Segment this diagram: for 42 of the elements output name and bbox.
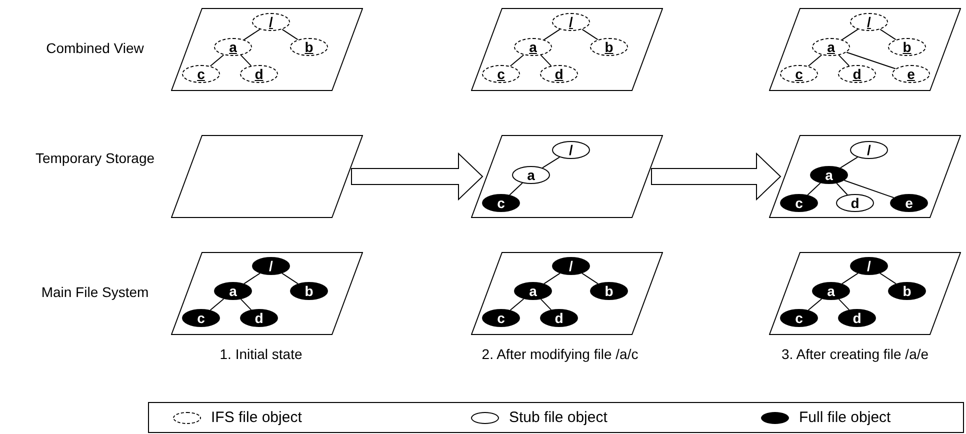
tree-line	[842, 272, 858, 284]
tree-line	[240, 54, 252, 66]
legend-text: Full file object	[799, 409, 891, 427]
tree-line	[210, 298, 224, 311]
tree-line	[808, 298, 822, 311]
tree-line	[244, 28, 260, 40]
tree-line	[544, 28, 560, 40]
tree-line	[540, 298, 552, 310]
tree-line	[838, 54, 850, 66]
tree-line	[582, 272, 598, 284]
tree-line	[509, 182, 523, 196]
legend-text: IFS file object	[211, 409, 302, 427]
tree-line	[880, 272, 896, 284]
tree-line	[836, 182, 848, 196]
tree-line	[880, 28, 896, 40]
tree-line	[840, 156, 858, 168]
tree-line	[240, 298, 252, 310]
row-label: Temporary Storage	[35, 150, 155, 166]
row-label: Combined View	[46, 40, 144, 56]
step-caption: 2. After modifying file /a/c	[482, 346, 638, 362]
row-label: Main File System	[41, 284, 149, 300]
tree-line	[808, 54, 822, 67]
tree-line	[844, 180, 894, 198]
legend-text: Stub file object	[509, 409, 608, 427]
tree-line	[846, 52, 896, 70]
tree-line	[544, 272, 560, 284]
tree-line	[542, 156, 560, 168]
tree-line	[210, 54, 224, 67]
tree-line	[244, 272, 260, 284]
tree-line	[582, 28, 598, 40]
tree-line	[807, 182, 821, 196]
tree-line	[510, 54, 524, 67]
tree-line	[282, 272, 298, 284]
tree-line	[510, 298, 524, 311]
tree-line	[842, 28, 858, 40]
block-arrow	[651, 152, 782, 201]
tree-line	[282, 28, 298, 40]
block-arrow	[351, 152, 484, 201]
tree-line	[540, 54, 552, 66]
tree-line	[838, 298, 850, 310]
step-caption: 3. After creating file /a/e	[781, 346, 929, 362]
step-caption: 1. Initial state	[220, 346, 302, 362]
